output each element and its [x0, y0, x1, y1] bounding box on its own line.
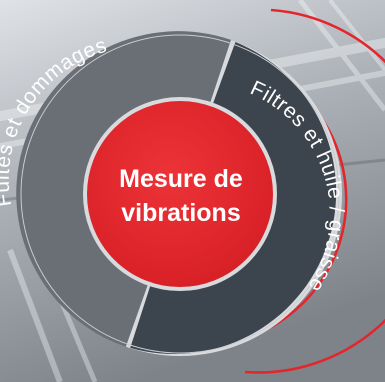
- center-label-line2: vibrations: [121, 199, 240, 227]
- center-circle: [83, 97, 277, 291]
- center-label-line1: Mesure de: [119, 165, 243, 193]
